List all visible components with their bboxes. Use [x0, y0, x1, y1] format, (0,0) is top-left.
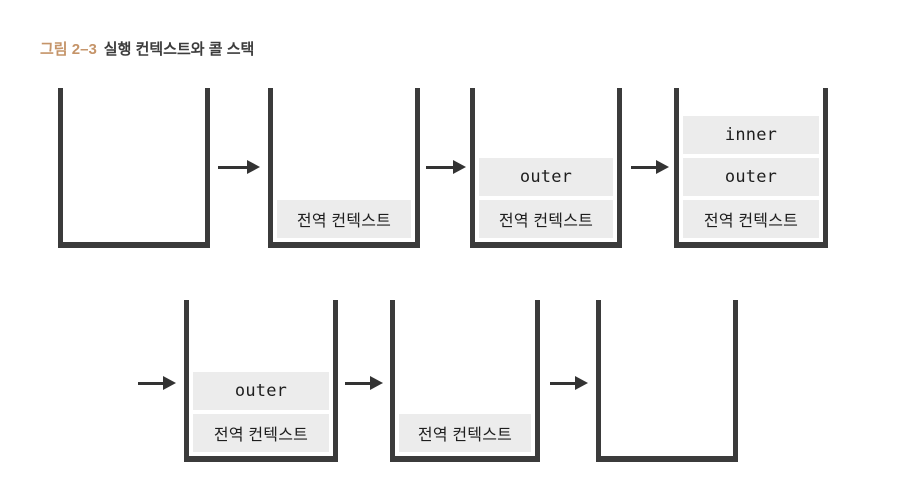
stack-frame-outer: outer — [479, 158, 613, 196]
call-stack-step-1 — [58, 88, 210, 248]
arrow-head — [247, 160, 260, 174]
call-stack-step-5: outer 전역 컨텍스트 — [184, 300, 338, 462]
arrow-head — [453, 160, 466, 174]
figure-number-label: 그림 2–3 — [40, 41, 97, 58]
arrow-right-icon — [345, 375, 383, 391]
arrow-right-icon — [631, 159, 669, 175]
stack-frame-inner: inner — [683, 116, 819, 154]
stack-frame-outer: outer — [193, 372, 329, 410]
arrow-head — [575, 376, 588, 390]
arrow-shaft — [426, 165, 453, 169]
call-stack-step-7 — [596, 300, 738, 462]
call-stack-step-6: 전역 컨텍스트 — [390, 300, 540, 462]
arrow-shaft — [550, 381, 575, 385]
arrow-shaft — [345, 381, 370, 385]
stack-frame-global-context: 전역 컨텍스트 — [683, 200, 819, 238]
call-stack-step-3: outer 전역 컨텍스트 — [470, 88, 622, 248]
arrow-head — [163, 376, 176, 390]
stack-frame-global-context: 전역 컨텍스트 — [193, 414, 329, 452]
arrow-right-icon — [218, 159, 260, 175]
arrow-right-icon — [426, 159, 466, 175]
figure-caption: 그림 2–3 실행 컨텍스트와 콜 스택 — [40, 41, 254, 59]
arrow-right-icon — [138, 375, 176, 391]
arrow-right-icon — [550, 375, 588, 391]
stack-frame-global-context: 전역 컨텍스트 — [277, 200, 411, 238]
call-stack-step-2: 전역 컨텍스트 — [268, 88, 420, 248]
arrow-shaft — [631, 165, 656, 169]
arrow-head — [370, 376, 383, 390]
call-stack-step-4: inner outer 전역 컨텍스트 — [674, 88, 828, 248]
stack-frame-outer: outer — [683, 158, 819, 196]
stack-frame-global-context: 전역 컨텍스트 — [399, 414, 531, 452]
arrow-head — [656, 160, 669, 174]
figure-title: 실행 컨텍스트와 콜 스택 — [103, 41, 255, 58]
stack-frame-global-context: 전역 컨텍스트 — [479, 200, 613, 238]
arrow-shaft — [218, 165, 247, 169]
arrow-shaft — [138, 381, 163, 385]
